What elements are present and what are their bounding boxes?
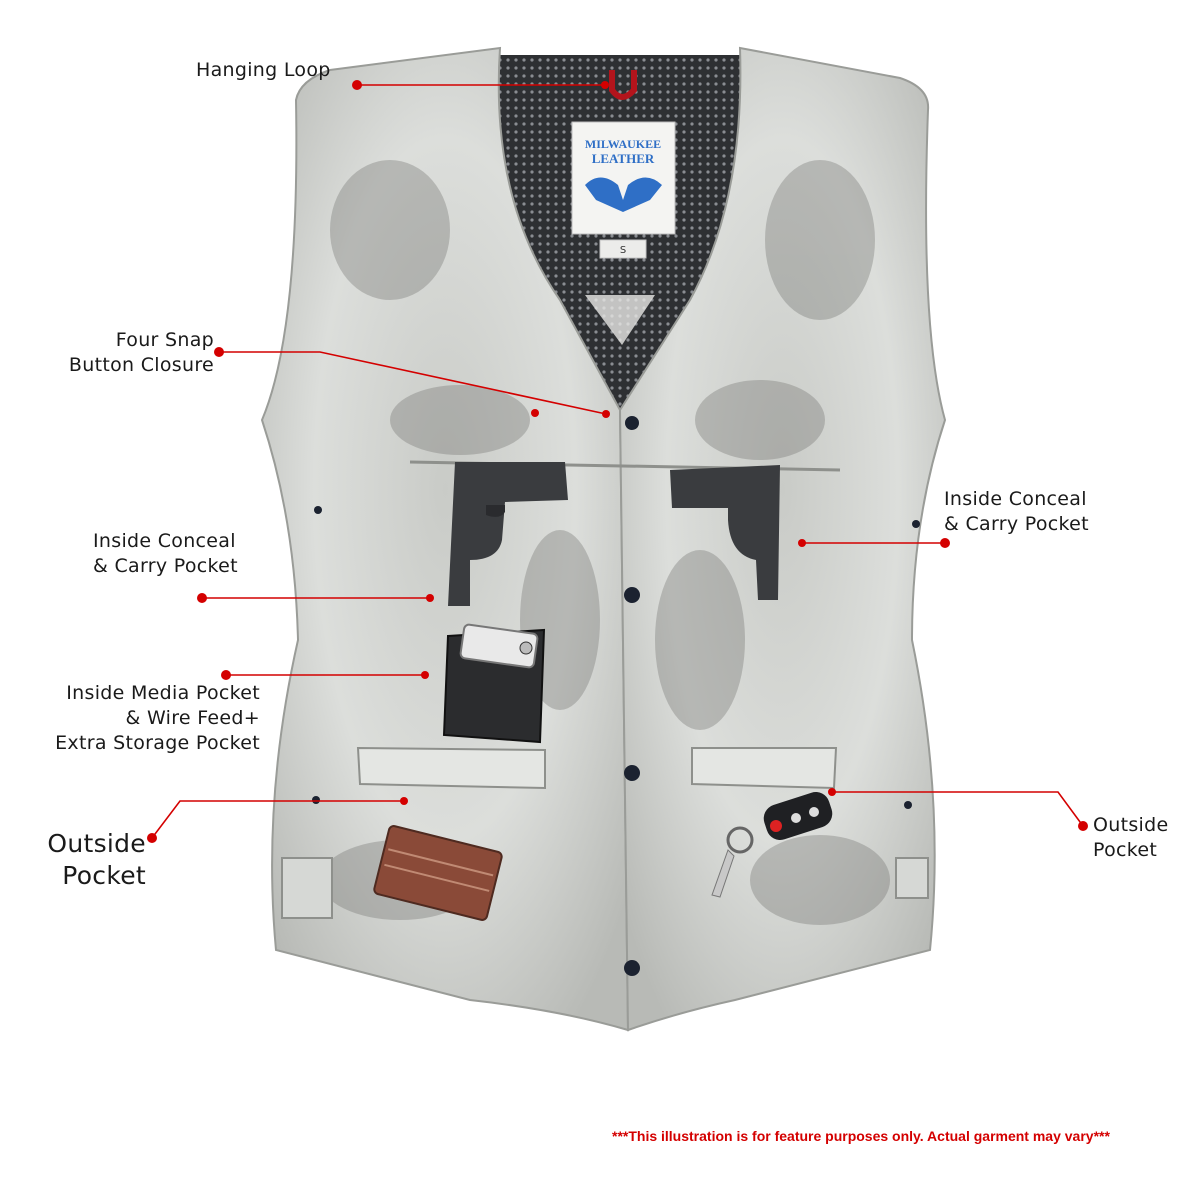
wallet-icon — [373, 825, 503, 921]
snap-buttons — [282, 416, 920, 976]
side-adjuster-left — [281, 857, 333, 919]
disclaimer-text: ***This illustration is for feature purp… — [612, 1128, 1110, 1144]
callout-lines — [151, 84, 1084, 839]
callout-dot — [426, 594, 434, 602]
callout-snap-closure: Four Snap Button Closure — [40, 328, 214, 378]
callout-dots — [147, 80, 1088, 843]
leader-snap-closure — [219, 351, 607, 415]
side-snap — [312, 796, 320, 804]
callout-dot — [798, 539, 806, 547]
outside-pocket-left-welt — [356, 746, 546, 790]
key-fob-icon — [711, 792, 833, 898]
callout-text: & Carry Pocket — [93, 555, 238, 577]
callout-conceal-right: Inside Conceal & Carry Pocket — [944, 487, 1089, 537]
brand-tag: MILWAUKEE LEATHER S — [571, 121, 676, 259]
snap-button — [624, 587, 640, 603]
side-snap — [912, 520, 920, 528]
callout-dot — [421, 671, 429, 679]
leader-outside-right — [832, 791, 1084, 827]
side-adjuster-right — [895, 857, 929, 899]
callout-text: Extra Storage Pocket — [55, 732, 260, 754]
callout-outside-left: Outside Pocket — [30, 828, 146, 892]
callout-text: Outside — [1093, 814, 1169, 836]
callout-text: Pocket — [62, 861, 146, 890]
callout-text: Four Snap — [115, 329, 214, 351]
callout-dot — [828, 788, 836, 796]
callout-dot — [400, 797, 408, 805]
callout-dot — [221, 670, 231, 680]
callout-conceal-left: Inside Conceal & Carry Pocket — [93, 529, 238, 579]
callout-text: & Wire Feed+ — [125, 707, 260, 729]
callout-dot — [601, 81, 609, 89]
callout-dot — [940, 538, 950, 548]
callout-dot — [602, 410, 610, 418]
leader-outside-left — [151, 800, 404, 839]
snap-button — [625, 416, 639, 430]
callout-dot — [214, 347, 224, 357]
hanging-loop — [609, 70, 637, 100]
callout-text: Inside Conceal — [93, 530, 236, 552]
callout-text: Hanging Loop — [196, 59, 331, 81]
callout-media-pocket: Inside Media Pocket & Wire Feed+ Extra S… — [20, 681, 260, 756]
callout-dot — [1078, 821, 1088, 831]
callout-dot — [531, 409, 539, 417]
tag-eagle-logo — [585, 177, 662, 212]
side-snap — [904, 801, 912, 809]
handgun-right-icon — [670, 465, 780, 600]
callout-hanging-loop: Hanging Loop — [196, 58, 331, 83]
callout-text: Pocket — [1093, 839, 1158, 861]
snap-button — [624, 765, 640, 781]
callout-outside-right: Outside Pocket — [1093, 813, 1168, 863]
callout-dot — [352, 80, 362, 90]
callout-dot — [197, 593, 207, 603]
distress-texture — [320, 160, 890, 925]
media-pocket — [442, 623, 546, 744]
callout-text: Inside Conceal — [944, 488, 1087, 510]
outside-pocket-right-welt — [691, 747, 838, 790]
callout-text: & Carry Pocket — [944, 513, 1089, 535]
liner-sheen — [585, 295, 655, 345]
wire-port-icon — [519, 641, 533, 655]
snap-button — [624, 960, 640, 976]
tag-size: S — [620, 245, 626, 256]
smartphone-icon — [459, 623, 539, 669]
callout-text: Outside — [47, 829, 146, 858]
handgun-left-icon — [448, 462, 568, 606]
callout-text: Inside Media Pocket — [66, 682, 260, 704]
side-snap — [314, 506, 322, 514]
tag-brand-line1: MILWAUKEE — [585, 137, 661, 151]
tag-brand-line2: LEATHER — [592, 151, 655, 166]
callout-text: Button Closure — [68, 354, 214, 376]
callout-dot — [147, 833, 157, 843]
